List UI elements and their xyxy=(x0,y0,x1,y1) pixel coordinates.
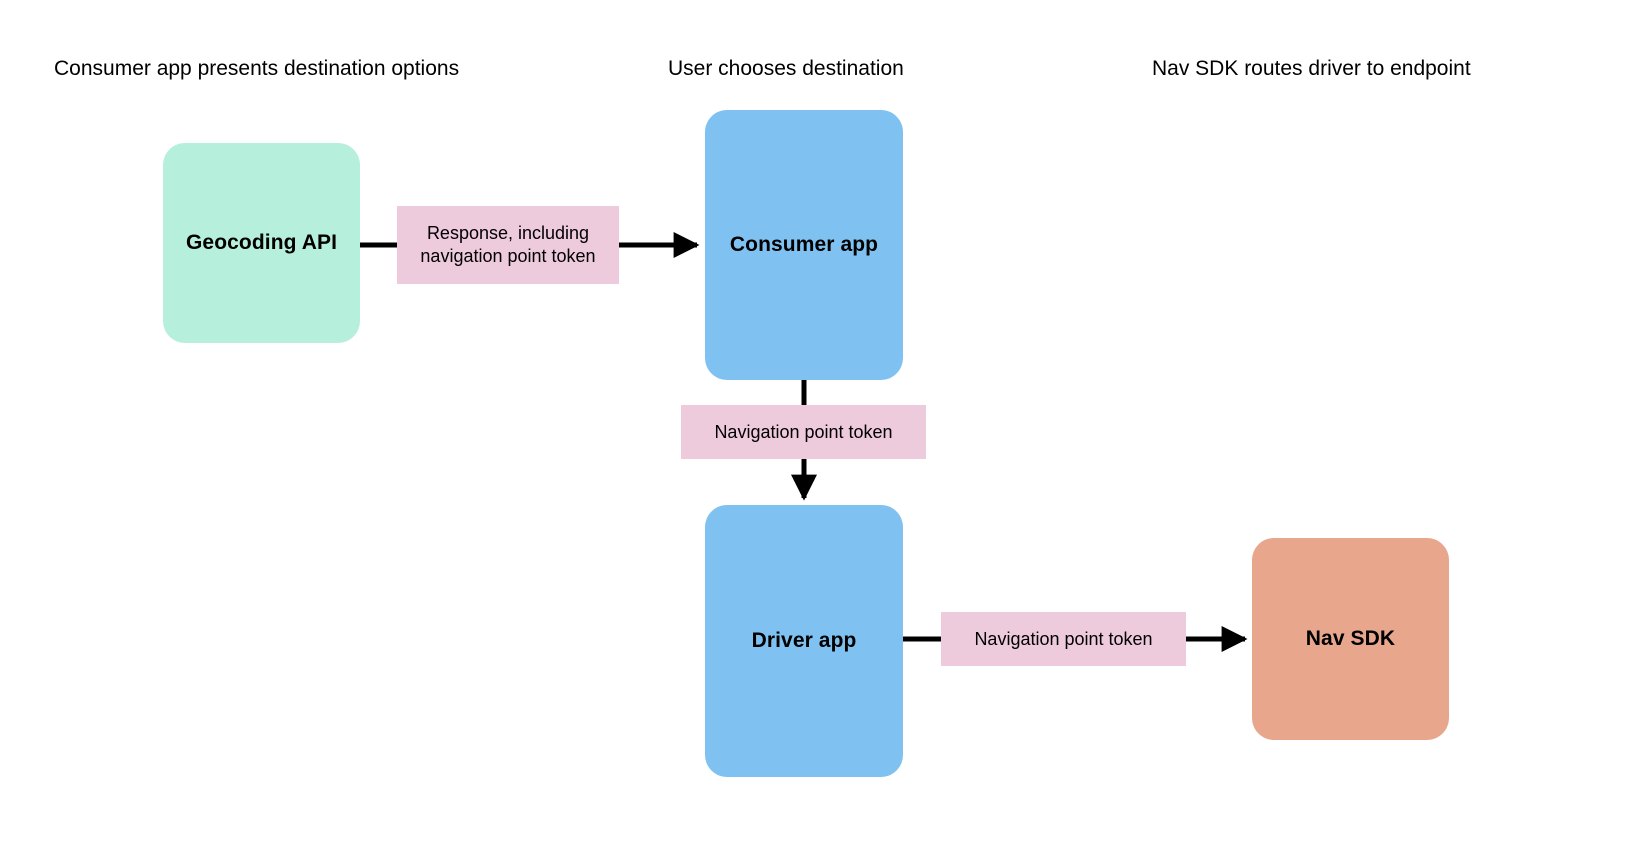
node-nav-sdk[interactable]: Nav SDK xyxy=(1252,538,1449,740)
node-consumer-app[interactable]: Consumer app xyxy=(705,110,903,380)
edge-label-nav-token-horizontal-text: Navigation point token xyxy=(974,628,1153,649)
edge-label-navigation-point-token-vertical: Navigation point token xyxy=(681,405,926,459)
edge-label-navigation-point-token-horizontal: Navigation point token xyxy=(941,612,1186,666)
edge-label-response-including-navigation-point-token: Response, including navigation point tok… xyxy=(397,206,619,284)
node-consumer-app-label: Consumer app xyxy=(729,233,879,256)
column-header-user-chooses-destination: User chooses destination xyxy=(668,57,904,80)
node-driver-app-label: Driver app xyxy=(751,629,857,652)
column-header-nav-sdk-routes-driver: Nav SDK routes driver to endpoint xyxy=(1152,57,1471,80)
edge-label-nav-token-vertical-text: Navigation point token xyxy=(714,421,893,442)
edge-label-response-text: Response, including navigation point tok… xyxy=(420,223,596,266)
column-header-consumer-app-presents: Consumer app presents destination option… xyxy=(54,57,460,80)
node-driver-app[interactable]: Driver app xyxy=(705,505,903,777)
node-geocoding-api-label: Geocoding API xyxy=(185,231,338,254)
node-geocoding-api[interactable]: Geocoding API xyxy=(163,143,360,343)
node-nav-sdk-label: Nav SDK xyxy=(1305,627,1396,650)
